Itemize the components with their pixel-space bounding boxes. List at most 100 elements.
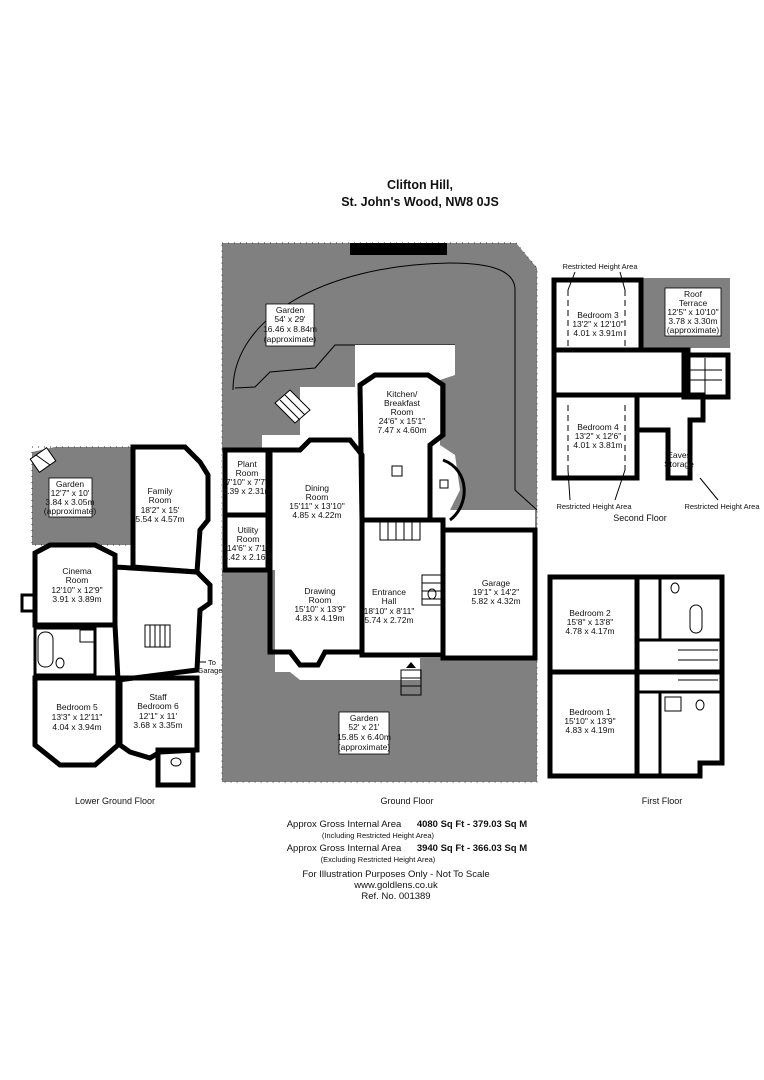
svg-text:Room: Room — [309, 595, 332, 605]
title-line-1: Clifton Hill, — [387, 178, 453, 192]
svg-text:Breakfast: Breakfast — [384, 398, 421, 408]
svg-text:12'10" x 12'9": 12'10" x 12'9" — [51, 585, 102, 595]
area-excl-label: Approx Gross Internal Area — [287, 843, 402, 854]
restricted-height-label-bottom-right: Restricted Height Area — [684, 502, 760, 511]
toilet-icon — [670, 582, 680, 594]
entrance-steps-icon — [400, 662, 422, 696]
room-label-bedroom-2: Bedroom 2 15'8" x 13'8" 4.78 x 4.17m — [565, 608, 614, 636]
svg-text:3.68 x 3.35m: 3.68 x 3.35m — [133, 720, 182, 730]
stairs-icon — [379, 519, 443, 606]
room-label-drawing-room: Drawing Room 15'10" x 13'9" 4.83 x 4.19m — [294, 586, 345, 623]
stairs-icon — [144, 624, 171, 648]
svg-text:4.01 x 3.91m: 4.01 x 3.91m — [573, 328, 622, 338]
floor-label-first: First Floor — [642, 796, 683, 806]
svg-text:Garden: Garden — [56, 479, 85, 489]
title-line-2: St. John's Wood, NW8 0JS — [341, 195, 499, 209]
svg-text:12'1" x 11': 12'1" x 11' — [139, 711, 178, 721]
bathtub-icon — [689, 604, 703, 634]
svg-text:Family: Family — [147, 486, 173, 496]
svg-text:Room: Room — [237, 534, 260, 544]
area-excl-note: (Excluding Restricted Height Area) — [321, 855, 436, 864]
svg-text:Cinema: Cinema — [62, 566, 92, 576]
svg-text:5.74 x 2.72m: 5.74 x 2.72m — [364, 615, 413, 625]
room-label-bedroom-3: Bedroom 3 13'2" x 12'10" 4.01 x 3.91m — [572, 310, 623, 338]
room-label-bedroom-5: Bedroom 5 13'3" x 12'11" 4.04 x 3.94m — [52, 702, 103, 732]
svg-text:Bedroom 6: Bedroom 6 — [137, 701, 179, 711]
room-label-bedroom-4: Bedroom 4 13'2" x 12'6" 4.01 x 3.81m — [573, 422, 622, 450]
stairs-icon — [690, 358, 722, 394]
room-label-family-room: Family Room 18'2" x 15' 5.54 x 4.57m — [135, 486, 184, 524]
room-label-dining-room: Dining Room 15'11" x 13'10" 4.85 x 4.22m — [289, 483, 344, 520]
svg-text:15'8" x 13'8": 15'8" x 13'8" — [567, 617, 614, 627]
svg-text:Staff: Staff — [149, 692, 167, 702]
room-label-cinema-room: Cinema Room 12'10" x 12'9" 3.91 x 3.89m — [51, 566, 102, 604]
svg-text:18'2" x 15': 18'2" x 15' — [141, 505, 180, 515]
reference-number: Ref. No. 001389 — [361, 891, 430, 902]
room-label-garage: Garage 19'1" x 14'2" 5.82 x 4.32m — [471, 578, 520, 606]
toilet-icon — [695, 699, 705, 711]
svg-text:19'1" x 14'2": 19'1" x 14'2" — [473, 587, 520, 597]
stairs-icon — [274, 389, 311, 424]
svg-text:15.85 x 6.40m: 15.85 x 6.40m — [337, 732, 391, 742]
svg-text:Garden: Garden — [276, 305, 305, 315]
floor-label-ground: Ground Floor — [380, 796, 433, 806]
room-label-eaves-storage: Eaves Storage — [664, 450, 694, 469]
svg-text:5.82 x 4.32m: 5.82 x 4.32m — [471, 596, 520, 606]
svg-text:Kitchen/: Kitchen/ — [387, 389, 418, 399]
svg-text:4.04 x 3.94m: 4.04 x 3.94m — [52, 722, 101, 732]
svg-text:4.85 x 4.22m: 4.85 x 4.22m — [292, 510, 341, 520]
room-label-lg-garden: Garden 12'7" x 10' 3.84 x 3.05m (approxi… — [44, 479, 97, 516]
svg-text:15'10" x 13'9": 15'10" x 13'9" — [294, 604, 345, 614]
svg-text:4.83 x 4.19m: 4.83 x 4.19m — [565, 725, 614, 735]
restricted-height-label-bottom-left: Restricted Height Area — [556, 502, 632, 511]
svg-text:Garage: Garage — [482, 578, 511, 588]
footer: Approx Gross Internal Area 4080 Sq Ft - … — [287, 819, 528, 902]
svg-text:Room: Room — [66, 575, 89, 585]
svg-text:4.01 x 3.81m: 4.01 x 3.81m — [573, 440, 622, 450]
svg-text:15'11" x 13'10": 15'11" x 13'10" — [289, 501, 344, 511]
svg-text:14'6" x 7'1": 14'6" x 7'1" — [227, 543, 269, 553]
shower-icon — [664, 696, 682, 712]
lower-ground-floor-plan: To Garage Garden 12'7" x 10' 3.84 x 3.05… — [20, 444, 223, 806]
sink-icon — [439, 479, 449, 489]
svg-text:12'5" x 10'10": 12'5" x 10'10" — [667, 307, 718, 317]
svg-text:4.42 x 2.16m: 4.42 x 2.16m — [223, 552, 272, 562]
svg-text:52' x 21': 52' x 21' — [348, 722, 380, 732]
svg-text:(approximate): (approximate) — [264, 334, 317, 344]
room-label-utility-room: Utility Room 14'6" x 7'1" 4.42 x 2.16m — [223, 525, 272, 562]
svg-text:Roof: Roof — [684, 289, 703, 299]
svg-text:Entrance: Entrance — [372, 587, 406, 597]
svg-text:Hall: Hall — [382, 596, 397, 606]
svg-text:Drawing: Drawing — [304, 586, 335, 596]
skylight-icon — [29, 447, 57, 473]
shower-icon — [79, 629, 95, 643]
svg-text:Room: Room — [391, 407, 414, 417]
svg-text:Garden: Garden — [350, 713, 379, 723]
svg-text:54' x 29': 54' x 29' — [274, 314, 306, 324]
area-excl-value: 3940 Sq Ft - 366.03 Sq M — [417, 843, 527, 854]
svg-text:Utility: Utility — [238, 525, 260, 535]
svg-text:Bedroom 1: Bedroom 1 — [569, 707, 611, 717]
svg-text:16.46 x 8.84m: 16.46 x 8.84m — [263, 324, 317, 334]
svg-text:Room: Room — [306, 492, 329, 502]
bathtub-icon — [37, 631, 54, 668]
svg-text:15'10" x 13'9": 15'10" x 13'9" — [564, 716, 615, 726]
svg-text:13'2" x 12'6": 13'2" x 12'6" — [575, 431, 622, 441]
svg-text:(approximate): (approximate) — [338, 742, 391, 752]
svg-text:Bedroom 3: Bedroom 3 — [577, 310, 619, 320]
room-label-bedroom-1: Bedroom 1 15'10" x 13'9" 4.83 x 4.19m — [564, 707, 615, 735]
room-label-plant-room: Plant Room 7'10" x 7'7" 2.39 x 2.31m — [222, 459, 271, 496]
svg-text:Dining: Dining — [305, 483, 329, 493]
svg-text:Eaves: Eaves — [667, 450, 691, 460]
svg-text:18'10" x 8'11": 18'10" x 8'11" — [364, 606, 415, 616]
svg-text:13'3" x 12'11": 13'3" x 12'11" — [52, 712, 103, 722]
to-garage-label-1: To — [208, 658, 216, 667]
room-label-garden-rear: Garden 54' x 29' 16.46 x 8.84m (approxim… — [263, 305, 317, 344]
room-label-roof-terrace: Roof Terrace 12'5" x 10'10" 3.78 x 3.30m… — [667, 289, 720, 335]
first-floor-plan: Bedroom 2 15'8" x 13'8" 4.78 x 4.17m Bed… — [547, 574, 725, 806]
svg-text:Plant: Plant — [237, 459, 257, 469]
svg-text:Room: Room — [236, 468, 259, 478]
svg-text:3.78 x 3.30m: 3.78 x 3.30m — [668, 316, 717, 326]
svg-text:5.54 x 4.57m: 5.54 x 4.57m — [135, 514, 184, 524]
